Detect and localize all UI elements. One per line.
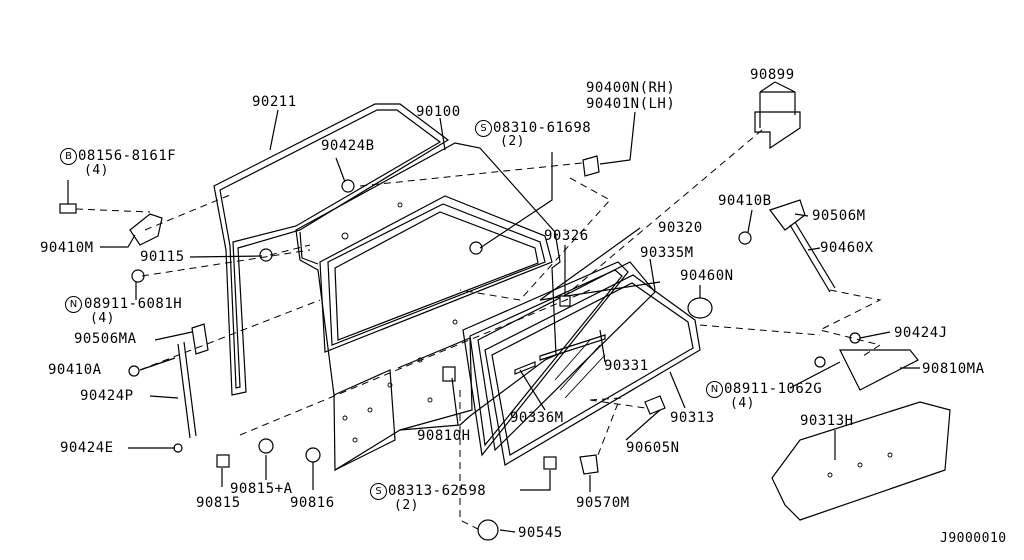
callout-90570M: 90570M bbox=[576, 495, 630, 511]
screw-symbol: S bbox=[370, 483, 387, 500]
callout-90816: 90816 bbox=[290, 495, 335, 511]
callout-90460X: 90460X bbox=[820, 240, 874, 256]
callout-90810H: 90810H bbox=[417, 428, 471, 444]
callout-90410A: 90410A bbox=[48, 362, 102, 378]
callout-90424J: 90424J bbox=[894, 325, 948, 341]
callout-90605N: 90605N bbox=[626, 440, 680, 456]
nut-symbol: N bbox=[706, 381, 723, 398]
back-door-panel-90100 bbox=[295, 142, 561, 472]
callout-08911-6081H: 08911-6081H bbox=[84, 296, 183, 312]
callout-90899: 90899 bbox=[750, 67, 795, 83]
callout-90401N: 90401N(LH) bbox=[586, 96, 676, 112]
callout-08313-qty: (2) bbox=[394, 498, 419, 513]
callout-90331: 90331 bbox=[604, 358, 649, 374]
glass-assembly bbox=[462, 261, 701, 466]
callout-90320: 90320 bbox=[658, 220, 703, 236]
callout-90424E: 90424E bbox=[60, 440, 114, 456]
callout-90460N: 90460N bbox=[680, 268, 734, 284]
center-hardware bbox=[341, 155, 600, 541]
callout-90506M: 90506M bbox=[812, 208, 866, 224]
figure-id: J9000010 bbox=[940, 531, 1007, 546]
callout-08911-6081-qty: (4) bbox=[90, 311, 115, 326]
callout-90424P: 90424P bbox=[80, 388, 134, 404]
callout-90115: 90115 bbox=[140, 249, 185, 265]
callout-08310-61698: 08310-61698 bbox=[493, 120, 592, 136]
callout-90313: 90313 bbox=[670, 410, 715, 426]
callout-90336M: 90336M bbox=[510, 410, 564, 426]
callout-90400N: 90400N(RH) bbox=[586, 80, 676, 96]
bolt-symbol: B bbox=[60, 148, 77, 165]
callout-90211: 90211 bbox=[252, 94, 297, 110]
weatherstrip-90211 bbox=[213, 103, 450, 396]
callout-08313-62598: 08313-62598 bbox=[388, 483, 487, 499]
callout-90424B: 90424B bbox=[321, 138, 375, 154]
callout-90335M: 90335M bbox=[640, 245, 694, 261]
dashed-guides bbox=[75, 129, 882, 531]
callout-90815-A: 90815+A bbox=[230, 481, 293, 497]
callout-90410M: 90410M bbox=[40, 240, 94, 256]
callout-08156-qty: (4) bbox=[84, 163, 109, 178]
callout-90815: 90815 bbox=[196, 495, 241, 511]
left-side-hardware bbox=[59, 203, 321, 468]
callout-08156-8161F: 08156-8161F bbox=[78, 148, 177, 164]
callout-90100: 90100 bbox=[416, 104, 461, 120]
callout-08911-1062G: 08911-1062G bbox=[724, 381, 823, 397]
callout-90410B: 90410B bbox=[718, 193, 772, 209]
nut-symbol: N bbox=[65, 296, 82, 313]
callout-90545: 90545 bbox=[518, 525, 563, 541]
callout-08911-1062-qty: (4) bbox=[730, 396, 755, 411]
leader-lines bbox=[67, 81, 920, 533]
callout-90506MA: 90506MA bbox=[74, 331, 137, 347]
right-side-parts bbox=[644, 91, 951, 521]
callout-90326: 90326 bbox=[544, 228, 589, 244]
screw-symbol: S bbox=[475, 120, 492, 137]
callout-90810MA: 90810MA bbox=[922, 361, 985, 377]
callout-08310-qty: (2) bbox=[500, 134, 525, 149]
callout-90313H: 90313H bbox=[800, 413, 854, 429]
